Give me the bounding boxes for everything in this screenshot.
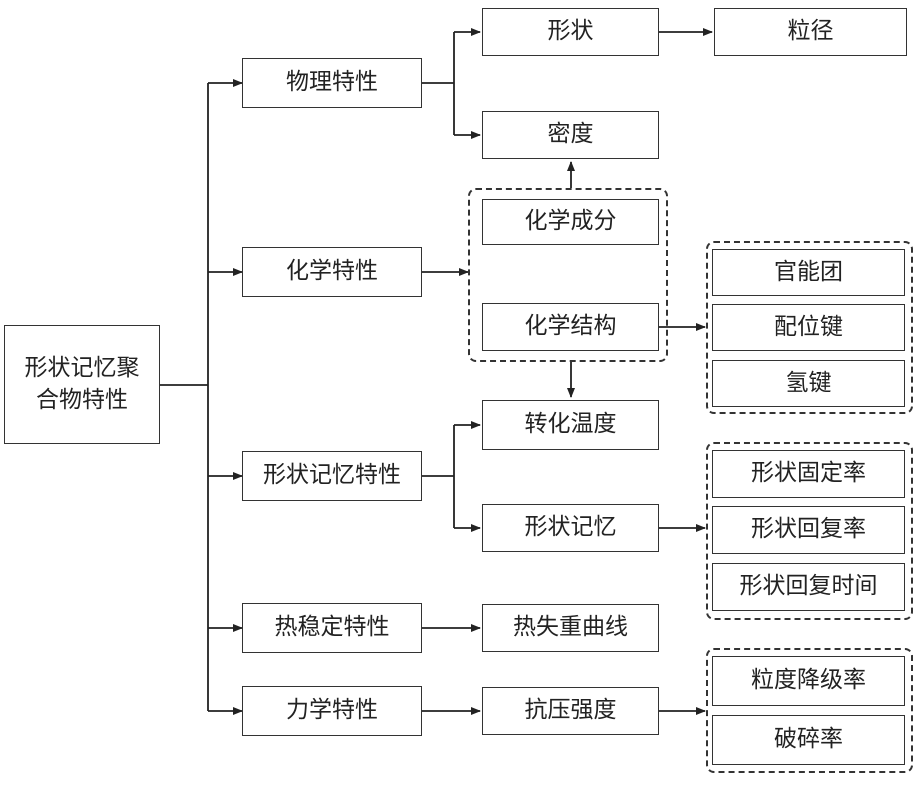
shape-memory-properties-node: 形状记忆特性 (242, 451, 422, 501)
strength-items-group (706, 648, 913, 773)
mechanical-properties-label: 力学特性 (286, 697, 378, 724)
thermal-stability-label: 热稳定特性 (274, 614, 390, 641)
tga-curve-label: 热失重曲线 (513, 614, 628, 641)
chemical-properties-node: 化学特性 (242, 247, 422, 297)
functional-group-label: 官能团 (774, 258, 843, 285)
compressive-strength-node: 抗压强度 (482, 687, 659, 735)
tga-curve-node: 热失重曲线 (482, 604, 659, 652)
chemical-structure-label: 化学结构 (524, 313, 617, 340)
chemical-composition-label: 化学成分 (524, 208, 617, 235)
shape-recovery-rate-label: 形状回复率 (751, 516, 866, 543)
particle-degradation-rate-label: 粒度降级率 (751, 667, 866, 694)
shape-recovery-time-label: 形状回复时间 (739, 573, 878, 600)
shape-fixity-rate-label: 形状固定率 (751, 460, 866, 487)
shape-recovery-rate-node: 形状回复率 (712, 506, 905, 554)
chemical-properties-label: 化学特性 (286, 258, 378, 285)
functional-group-node: 官能团 (712, 249, 905, 296)
particle-size-label: 粒径 (787, 18, 834, 45)
memory-items-group (706, 442, 913, 620)
shape-memory-properties-label: 形状记忆特性 (263, 462, 401, 489)
density-label: 密度 (547, 121, 594, 148)
chemical-composition-node: 化学成分 (482, 199, 659, 245)
transition-temperature-label: 转化温度 (524, 411, 617, 438)
particle-size-node: 粒径 (714, 8, 907, 56)
physical-properties-node: 物理特性 (242, 58, 422, 108)
root-node: 形状记忆聚合物特性 (4, 325, 160, 444)
transition-temperature-node: 转化温度 (482, 400, 659, 450)
shape-memory-label: 形状记忆 (524, 514, 617, 541)
structure-items-group (706, 241, 913, 414)
shape-recovery-time-node: 形状回复时间 (712, 563, 905, 611)
shape-label: 形状 (547, 18, 594, 45)
mechanical-properties-node: 力学特性 (242, 686, 422, 736)
thermal-stability-node: 热稳定特性 (242, 603, 422, 653)
crushing-rate-node: 破碎率 (712, 715, 905, 765)
chemical-structure-node: 化学结构 (482, 303, 659, 351)
shape-node: 形状 (482, 8, 659, 56)
root-label: 形状记忆聚合物特性 (24, 355, 140, 413)
hydrogen-bond-label: 氢键 (785, 369, 832, 396)
coordination-bond-label: 配位键 (774, 313, 843, 340)
chemical-items-group (468, 188, 668, 362)
particle-degradation-rate-node: 粒度降级率 (712, 656, 905, 706)
physical-properties-label: 物理特性 (286, 69, 378, 96)
compressive-strength-label: 抗压强度 (524, 697, 617, 724)
coordination-bond-node: 配位键 (712, 304, 905, 351)
hydrogen-bond-node: 氢键 (712, 360, 905, 407)
shape-fixity-rate-node: 形状固定率 (712, 450, 905, 498)
density-node: 密度 (482, 111, 659, 159)
shape-memory-node: 形状记忆 (482, 504, 659, 552)
crushing-rate-label: 破碎率 (774, 726, 843, 753)
